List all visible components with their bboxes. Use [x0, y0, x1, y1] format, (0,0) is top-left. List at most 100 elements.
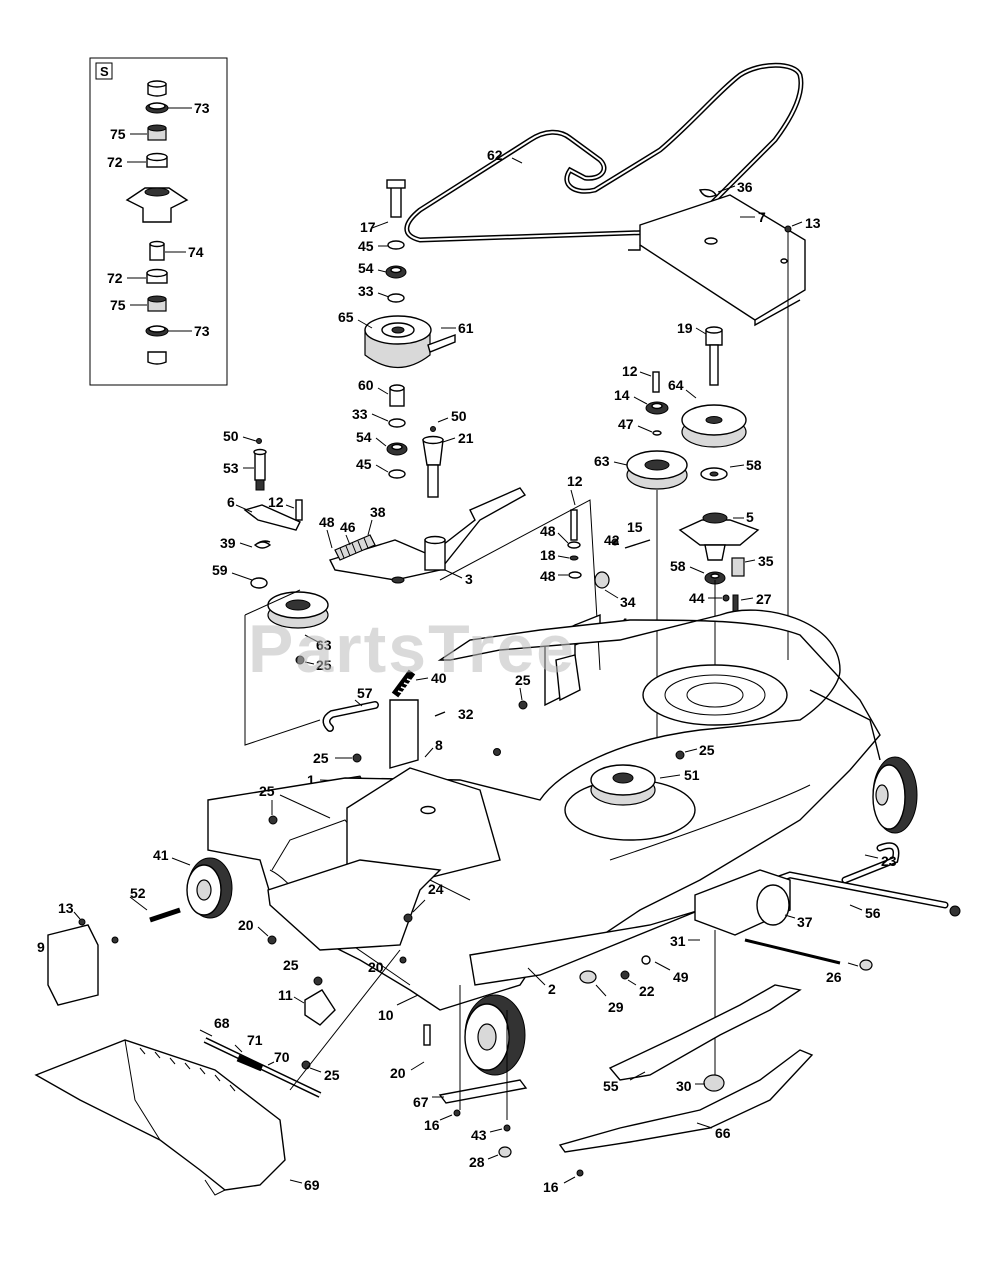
callout-17: 17: [360, 219, 376, 235]
watermark: PartsTree: [248, 611, 576, 687]
shoulder-bolt-53: [253, 448, 267, 491]
callout-1: 1: [307, 772, 315, 788]
leader: [371, 413, 389, 422]
callout-30: 30: [676, 1078, 692, 1094]
nut-25e: [675, 750, 685, 760]
plate-67: [438, 1079, 528, 1104]
callout-27: 27: [756, 591, 772, 607]
nut-rod-56: [949, 905, 961, 917]
callout-22: 22: [639, 983, 655, 999]
leader: [309, 1067, 322, 1073]
leader: [864, 854, 879, 859]
leader: [595, 984, 607, 997]
leader: [847, 962, 859, 967]
callout-68: 68: [214, 1015, 230, 1031]
nut-43: [503, 1124, 511, 1132]
cup-face-2: [146, 268, 168, 278]
washer-48b: [567, 541, 581, 549]
callout-49: 49: [673, 969, 689, 985]
leader: [377, 292, 390, 298]
shield-hole: [420, 805, 436, 815]
leader: [729, 464, 745, 468]
callout-12: 12: [268, 494, 284, 510]
leader: [442, 437, 456, 443]
leader: [557, 555, 570, 559]
spindle-exploded-inset: S 73 75 72 7: [89, 57, 228, 386]
callout-50: 50: [223, 428, 239, 444]
arm-boss-top: [424, 535, 446, 545]
callout-2: 2: [548, 981, 556, 997]
leader: [367, 519, 373, 536]
anti-scalp-wheel-right: [809, 689, 918, 834]
leader: [242, 436, 257, 442]
leader: [375, 437, 387, 447]
right-wheel-face: [872, 764, 906, 830]
washer-49: [641, 955, 651, 965]
leader: [637, 425, 653, 433]
plug-36: [698, 188, 717, 198]
callout-29: 29: [608, 999, 624, 1015]
nut-25g: [301, 1060, 311, 1070]
callout-54: 54: [356, 429, 372, 445]
leader: [627, 979, 637, 986]
cover-top: [639, 194, 806, 321]
pivot-top: [422, 435, 444, 445]
shoulder-body: [254, 451, 266, 481]
callout-40: 40: [431, 670, 447, 686]
leader: [717, 185, 736, 193]
chute-fold: [124, 1039, 161, 1141]
inset-label: S: [100, 64, 109, 79]
bolt-head: [386, 179, 406, 189]
callout-73: 73: [194, 100, 210, 116]
leader: [740, 597, 754, 601]
leader: [570, 489, 576, 506]
leader: [279, 794, 331, 819]
hinge-rod-71-inner: [204, 1038, 321, 1097]
leader: [685, 389, 697, 399]
callout-55: 55: [603, 1078, 619, 1094]
leader: [439, 1114, 453, 1121]
callout-33: 33: [352, 406, 368, 422]
callout-20: 20: [238, 917, 254, 933]
leader: [396, 994, 419, 1006]
callout-25: 25: [313, 750, 329, 766]
pin-32: [434, 711, 446, 717]
callout-23: 23: [881, 853, 897, 869]
leader: [357, 319, 373, 329]
callout-7: 7: [758, 209, 766, 225]
callout-36: 36: [737, 179, 753, 195]
pulley-64-hub: [705, 416, 723, 424]
nut-28: [498, 1146, 512, 1158]
leader: [444, 569, 463, 579]
leader: [659, 774, 681, 779]
callout-34: 34: [620, 594, 636, 610]
callout-60: 60: [358, 377, 374, 393]
leader: [437, 417, 449, 423]
grease-fitting-35: [731, 557, 745, 577]
callout-11: 11: [278, 987, 293, 1003]
arm-boss: [424, 539, 446, 571]
nut-25d: [493, 748, 501, 756]
spring-40: [391, 669, 416, 698]
callout-10: 10: [378, 1007, 394, 1023]
leader: [345, 534, 351, 546]
bolt-16a: [453, 1109, 461, 1117]
spacer-face: [149, 240, 165, 248]
leader: [129, 896, 148, 911]
bearing-top-face: [147, 124, 167, 132]
chute-body: [34, 1039, 286, 1191]
bolt-12c: [652, 371, 660, 393]
chute-lip: [204, 1179, 226, 1196]
clutch-bore: [391, 326, 405, 334]
nut-30: [703, 1074, 725, 1092]
callout-14: 14: [614, 387, 630, 403]
nut-22: [620, 970, 630, 980]
callout-21: 21: [458, 430, 474, 446]
bolt-19-shank: [709, 344, 719, 386]
leader: [231, 572, 253, 581]
leader: [784, 914, 796, 919]
pivot-21: [422, 426, 444, 498]
pulley-b-hub: [644, 459, 670, 471]
shoulder-thread: [255, 479, 265, 491]
nut-25f: [313, 976, 323, 986]
